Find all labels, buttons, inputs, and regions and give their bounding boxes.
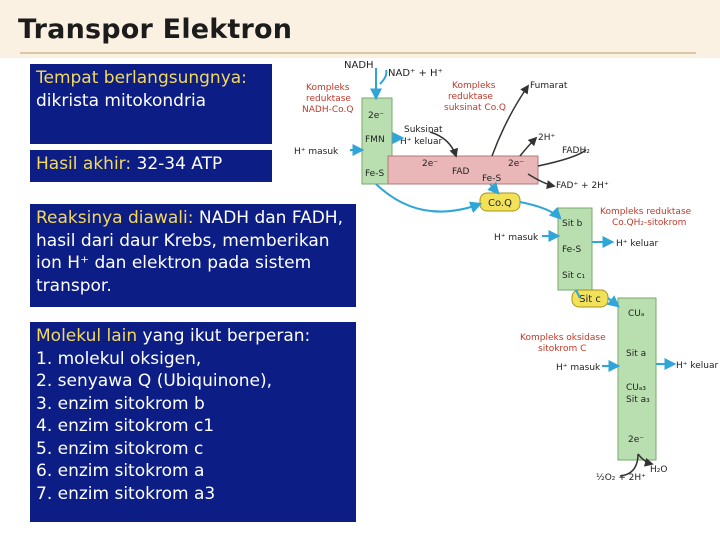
list-item: 7. enzim sitokrom a3 (36, 483, 216, 504)
location-box: Tempat berlangsungnya: dikrista mitokond… (30, 64, 272, 144)
h-keluar-label-2: H⁺ keluar (616, 239, 659, 249)
complex3-to-sitc-arrow (575, 289, 581, 299)
fumarat-label: Fumarat (530, 81, 568, 91)
complex4-2e-label: 2e⁻ (628, 435, 644, 445)
molecules-box: Molekul lain yang ikut berperan: 1. mole… (30, 322, 356, 522)
complex4-title-line1: Kompleks oksidase (520, 333, 606, 343)
result-box: Hasil akhir: 32-34 ATP (30, 150, 272, 182)
complex4-column (617, 297, 657, 461)
sit-c-label: Sit c (579, 294, 601, 305)
sitc-to-complex4-arrow (606, 295, 620, 308)
2h-arrow (519, 136, 538, 157)
water-label: H₂O (650, 465, 667, 475)
complex1-title-line3: NADH-Co.Q (302, 105, 353, 115)
complex2-fes-label: Fe-S (482, 174, 501, 184)
molecules-heading: Molekul lain yang ikut berperan: (36, 325, 350, 348)
list-item: 3. enzim sitokrom b (36, 393, 205, 414)
h-masuk-label-1: H⁺ masuk (294, 147, 339, 157)
sit-b-label: Sit b (562, 219, 583, 229)
fad-arrow (527, 173, 556, 189)
fad-2h-label: FAD⁺ + 2H⁺ (556, 181, 609, 191)
reaction-text: NADH dan FADH, hasil dari daur Krebs, me… (36, 208, 343, 296)
fadh2-label: FADH₂ (562, 146, 590, 156)
reaction-box: Reaksinya diawali: NADH dan FADH, hasil … (30, 204, 356, 307)
fad-label: FAD (452, 167, 470, 177)
complex3-column (557, 207, 593, 291)
cu-a3-label: CUₐ₃ (626, 383, 646, 393)
fmn-label: FMN (365, 135, 385, 145)
nadh-label: NADH (344, 60, 374, 71)
list-item: 4. enzim sitokrom c1 (36, 416, 215, 436)
suksinat-label: Suksinat (404, 125, 443, 135)
complex3-fes-label: Fe-S (562, 245, 581, 255)
complex1-2e-label: 2e⁻ (368, 111, 384, 121)
location-label: Tempat berlangsungnya: (36, 68, 247, 88)
molecules-intro: yang ikut berperan: (142, 326, 311, 346)
list-item: 1. molekul oksigen, (36, 348, 202, 369)
complex3-title-line2: Co.QH₂-sitokrom (612, 218, 686, 228)
title-bar (0, 0, 720, 58)
oxygen-arrow (619, 453, 639, 477)
complex2-box (387, 155, 539, 185)
suksinat-arrow (429, 131, 458, 158)
nad-label: NAD⁺ + H⁺ (388, 68, 443, 79)
h-masuk-label-2: H⁺ masuk (494, 233, 539, 243)
list-item: 5. enzim sitokrom c (36, 438, 204, 459)
complex1-title-line1: Kompleks (306, 83, 350, 93)
coq-label: Co.Q (488, 198, 512, 209)
coq-to-complex3-arrow (519, 201, 562, 220)
reaction-label: Reaksinya diawali: (36, 208, 194, 228)
electron-transport-diagram: Co.Q Sit c NADH NAD⁺ + H⁺ Kompleks reduk… (280, 58, 720, 540)
location-value: dikrista mitokondria (36, 90, 207, 111)
oxygen-equation-label: ½O₂ + 2H⁺ (596, 473, 646, 483)
complex2-title-line3: suksinat Co.Q (444, 103, 506, 113)
h-masuk-label-3: H⁺ masuk (556, 363, 601, 373)
complex2-title-line2: reduktase (448, 92, 493, 102)
complex2-2e-right: 2e⁻ (508, 159, 524, 169)
sit-a-label: Sit a (626, 349, 646, 359)
title-divider (20, 52, 696, 54)
nad-release-arrow (379, 69, 388, 85)
complex1-title-line2: reduktase (306, 94, 351, 104)
complex2-title-line1: Kompleks (452, 81, 496, 91)
complex2-to-coq-arrow (487, 181, 500, 195)
complex4-title-line2: sitokrom C (538, 344, 586, 354)
molecules-label: Molekul lain (36, 326, 138, 346)
cu-a-label: CUₐ (628, 309, 644, 319)
2h-label: 2H⁺ (538, 133, 555, 143)
water-arrow (637, 453, 654, 467)
result-value: 32-34 ATP (136, 154, 223, 174)
sit-c1-label: Sit c₁ (562, 271, 586, 281)
h-keluar-label-3: H⁺ keluar (676, 361, 719, 371)
complex2-2e-left: 2e⁻ (422, 159, 438, 169)
list-item: 6. enzim sitokrom a (36, 461, 205, 481)
sit-a3-label: Sit a₃ (626, 395, 650, 405)
fadh2-arrow (537, 149, 587, 167)
fumarat-arrow (491, 84, 530, 157)
slide-title: Transpor Elektron (18, 14, 293, 45)
result-label: Hasil akhir: (36, 154, 132, 174)
h-keluar-label-1: H⁺ keluar (400, 137, 443, 147)
complex3-title-line1: Kompleks reduktase (600, 207, 692, 217)
complex1-to-coq-arrow (375, 183, 483, 213)
complex1-fes-label: Fe-S (365, 169, 384, 179)
list-item: 2. senyawa Q (Ubiquinone), (36, 371, 273, 391)
diagram-svg: Co.Q Sit c NADH NAD⁺ + H⁺ Kompleks reduk… (294, 60, 719, 483)
